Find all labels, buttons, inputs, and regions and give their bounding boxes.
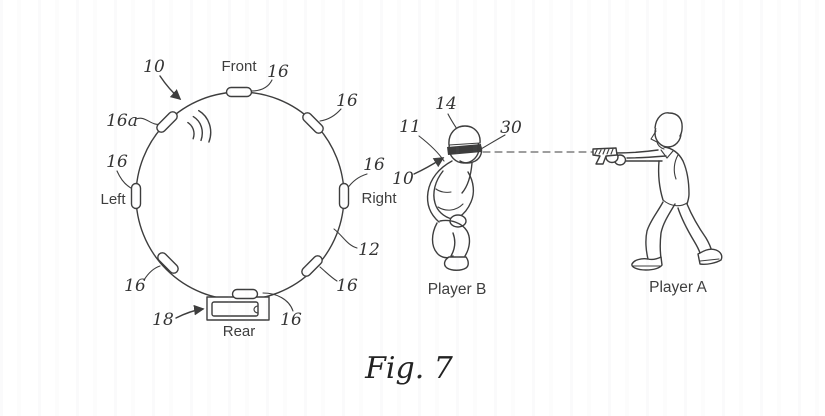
sound-waves-icon (187, 109, 212, 143)
player-a-front (657, 160, 664, 201)
player-a-armhole (673, 154, 679, 180)
leader-16-left (116, 170, 134, 190)
sensor-rear (231, 288, 259, 300)
ref-label-10: 10 (143, 57, 165, 77)
leader-16-right (346, 173, 368, 190)
sensor-front (225, 86, 253, 98)
toy-gun-hatching (594, 148, 614, 155)
sensor-lower-right (301, 255, 323, 277)
ref-label-16-right: 16 (363, 155, 385, 175)
player-b-chest (461, 162, 473, 194)
ref-label-16a: 16a (106, 111, 138, 131)
player-a-front-leg (645, 201, 664, 260)
player-a-upper-arm-line (614, 149, 659, 154)
battery-cell (211, 301, 259, 317)
sensor-emitting-16a (156, 111, 178, 133)
leader-16-rear (262, 292, 294, 312)
player-a-back-shoe (697, 248, 723, 265)
leader-12 (333, 228, 358, 249)
ref-label-16-lower-left: 16 (124, 276, 146, 296)
leader-11 (418, 135, 445, 162)
sensor-array (130, 86, 350, 300)
player-b-shoe (443, 256, 469, 271)
ref-label-12: 12 (358, 240, 380, 260)
right-label: Right (361, 190, 397, 207)
leader-16-lower-right (319, 266, 338, 282)
player-a-second-arm-line (626, 155, 667, 159)
sensor-upper-right (302, 112, 324, 134)
leader-16-upper-right (319, 108, 342, 122)
leader-30 (480, 134, 506, 150)
player-b-cap (448, 125, 481, 146)
gameplay-scene: 14 11 30 10 Player B Player A (392, 94, 723, 298)
toy-gun (592, 147, 618, 165)
ref-label-16-lower-right: 16 (336, 276, 358, 296)
player-b-label: Player B (428, 281, 487, 298)
headband-diagram: 10 Front 16 16 16a 16 Left 16 Right 12 1… (100, 57, 397, 340)
player-b-headband-worn (447, 144, 482, 155)
sensor-right (338, 182, 350, 210)
ref-label-16-rear: 16 (280, 310, 302, 330)
player-a-label: Player A (649, 279, 707, 296)
player-a-nose (650, 130, 658, 143)
leader-arrow-10 (159, 75, 182, 101)
player-a-back-leg (686, 203, 713, 253)
figure-caption: Fig. 7 (364, 351, 454, 386)
leader-arrow-18 (175, 304, 205, 319)
ref-label-16-upper-right: 16 (336, 91, 358, 111)
ref-label-10-player-b: 10 (392, 169, 414, 189)
player-b-jaw (459, 146, 483, 164)
ref-label-16-left: 16 (106, 152, 128, 172)
ref-label-18: 18 (152, 310, 174, 330)
ref-label-14: 14 (435, 94, 457, 114)
ref-label-16-front: 16 (267, 62, 289, 82)
rear-label: Rear (223, 323, 256, 340)
front-label: Front (221, 58, 257, 75)
ref-label-11: 11 (399, 117, 421, 137)
leader-16-lower-left (143, 265, 161, 281)
leader-16a (135, 117, 163, 126)
player-b-back (426, 160, 453, 223)
left-label: Left (100, 191, 126, 208)
player-b-figure (426, 125, 483, 271)
player-a-back (663, 146, 690, 205)
player-a-front-shoe (631, 256, 663, 271)
player-b-near-arm (458, 171, 475, 218)
sensor-left (130, 182, 142, 210)
ref-label-30: 30 (500, 118, 522, 138)
player-a-collar (660, 149, 674, 159)
leader-arrow-10-player-b (413, 157, 445, 175)
battery-terminal (253, 305, 259, 314)
player-a-figure (592, 112, 723, 271)
leader-16-front (250, 79, 273, 92)
player-b-far-arm (433, 170, 453, 220)
battery-module (206, 296, 270, 321)
player-b-front-leg (439, 219, 471, 257)
player-a-vest-hem (662, 199, 688, 207)
player-b-back-leg (431, 222, 454, 259)
player-a-hair (654, 112, 683, 137)
